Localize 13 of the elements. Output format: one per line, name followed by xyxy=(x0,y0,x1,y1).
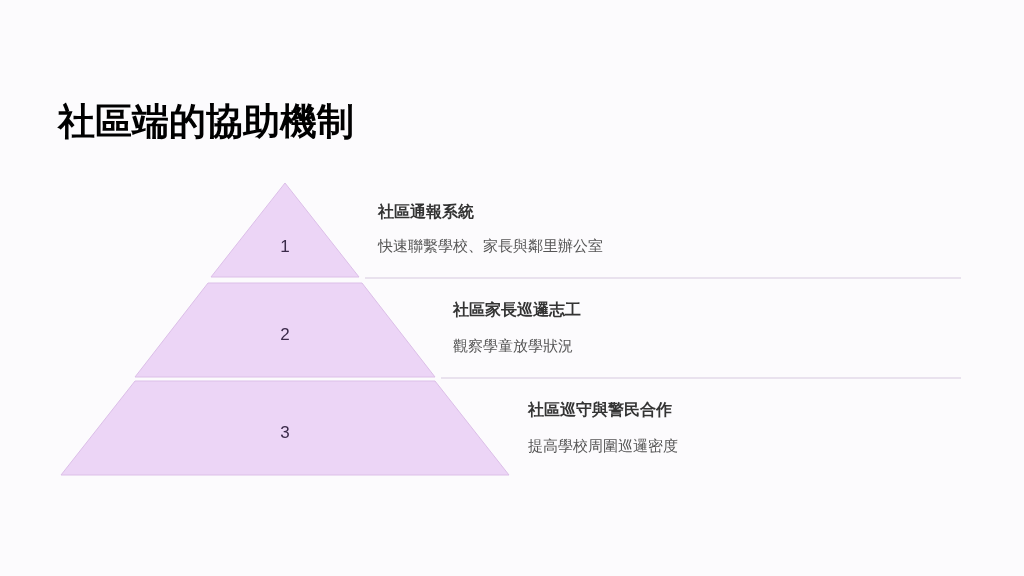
level-heading: 社區家長巡邏志工 xyxy=(453,300,581,320)
level-description: 提高學校周圍巡邏密度 xyxy=(528,438,678,456)
level-number: 1 xyxy=(280,238,290,256)
pyramid-top-level xyxy=(211,183,359,277)
level-number: 3 xyxy=(280,424,290,442)
level-number: 2 xyxy=(280,326,290,344)
level-description: 觀察學童放學狀況 xyxy=(453,338,573,356)
level-heading: 社區巡守與警民合作 xyxy=(528,400,672,420)
level-heading: 社區通報系統 xyxy=(378,202,474,222)
level-description: 快速聯繫學校、家長與鄰里辦公室 xyxy=(378,238,603,256)
pyramid-level xyxy=(61,381,509,475)
pyramid-level xyxy=(135,283,435,377)
slide-title: 社區端的協助機制 xyxy=(58,100,354,144)
